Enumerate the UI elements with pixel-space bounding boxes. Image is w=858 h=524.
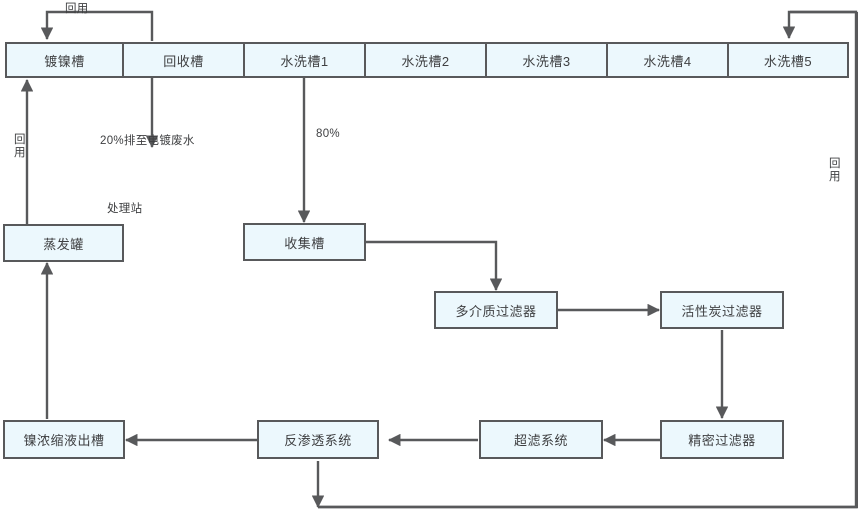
edge-label-drain-20-percent: 20%排至电镀废水 xyxy=(100,135,195,147)
node-multimedia-filter[interactable]: 多介质过滤器 xyxy=(434,291,558,329)
node-nickel-concentrate-outlet[interactable]: 镍浓缩液出槽 xyxy=(3,420,125,459)
edge-collection-to-multimedia xyxy=(366,240,503,291)
node-recovery-tank[interactable]: 回收槽 xyxy=(124,44,245,76)
process-line-row: 镀镍槽 回收槽 水洗槽1 水洗槽2 水洗槽3 水洗槽4 水洗槽5 xyxy=(5,42,849,78)
node-rinse-tank-1[interactable]: 水洗槽1 xyxy=(245,44,366,76)
edge-label-treatment-station: 处理站 xyxy=(107,203,143,215)
node-rinse-tank-3[interactable]: 水洗槽3 xyxy=(487,44,608,76)
node-activated-carbon-filter[interactable]: 活性炭过滤器 xyxy=(660,291,784,329)
node-collection-tank[interactable]: 收集槽 xyxy=(243,223,366,261)
node-rinse-tank-4[interactable]: 水洗槽4 xyxy=(608,44,729,76)
node-rinse-tank-2[interactable]: 水洗槽2 xyxy=(366,44,487,76)
edge-label-reuse-top: 回用 xyxy=(65,3,89,15)
node-evaporator[interactable]: 蒸发罐 xyxy=(3,224,124,262)
node-ultrafiltration-system[interactable]: 超滤系统 xyxy=(479,420,603,459)
edge-recovery-to-plating-reuse xyxy=(40,10,154,41)
edge-label-reuse-right: 回用 xyxy=(829,158,841,183)
node-nickel-plating-tank[interactable]: 镀镍槽 xyxy=(7,44,124,76)
edge-label-split-80-percent: 80% xyxy=(316,128,340,140)
node-reverse-osmosis-system[interactable]: 反渗透系统 xyxy=(257,420,379,459)
node-precision-filter[interactable]: 精密过滤器 xyxy=(660,420,784,459)
edge-label-reuse-left: 回用 xyxy=(14,134,26,159)
node-rinse-tank-5[interactable]: 水洗槽5 xyxy=(763,53,813,69)
